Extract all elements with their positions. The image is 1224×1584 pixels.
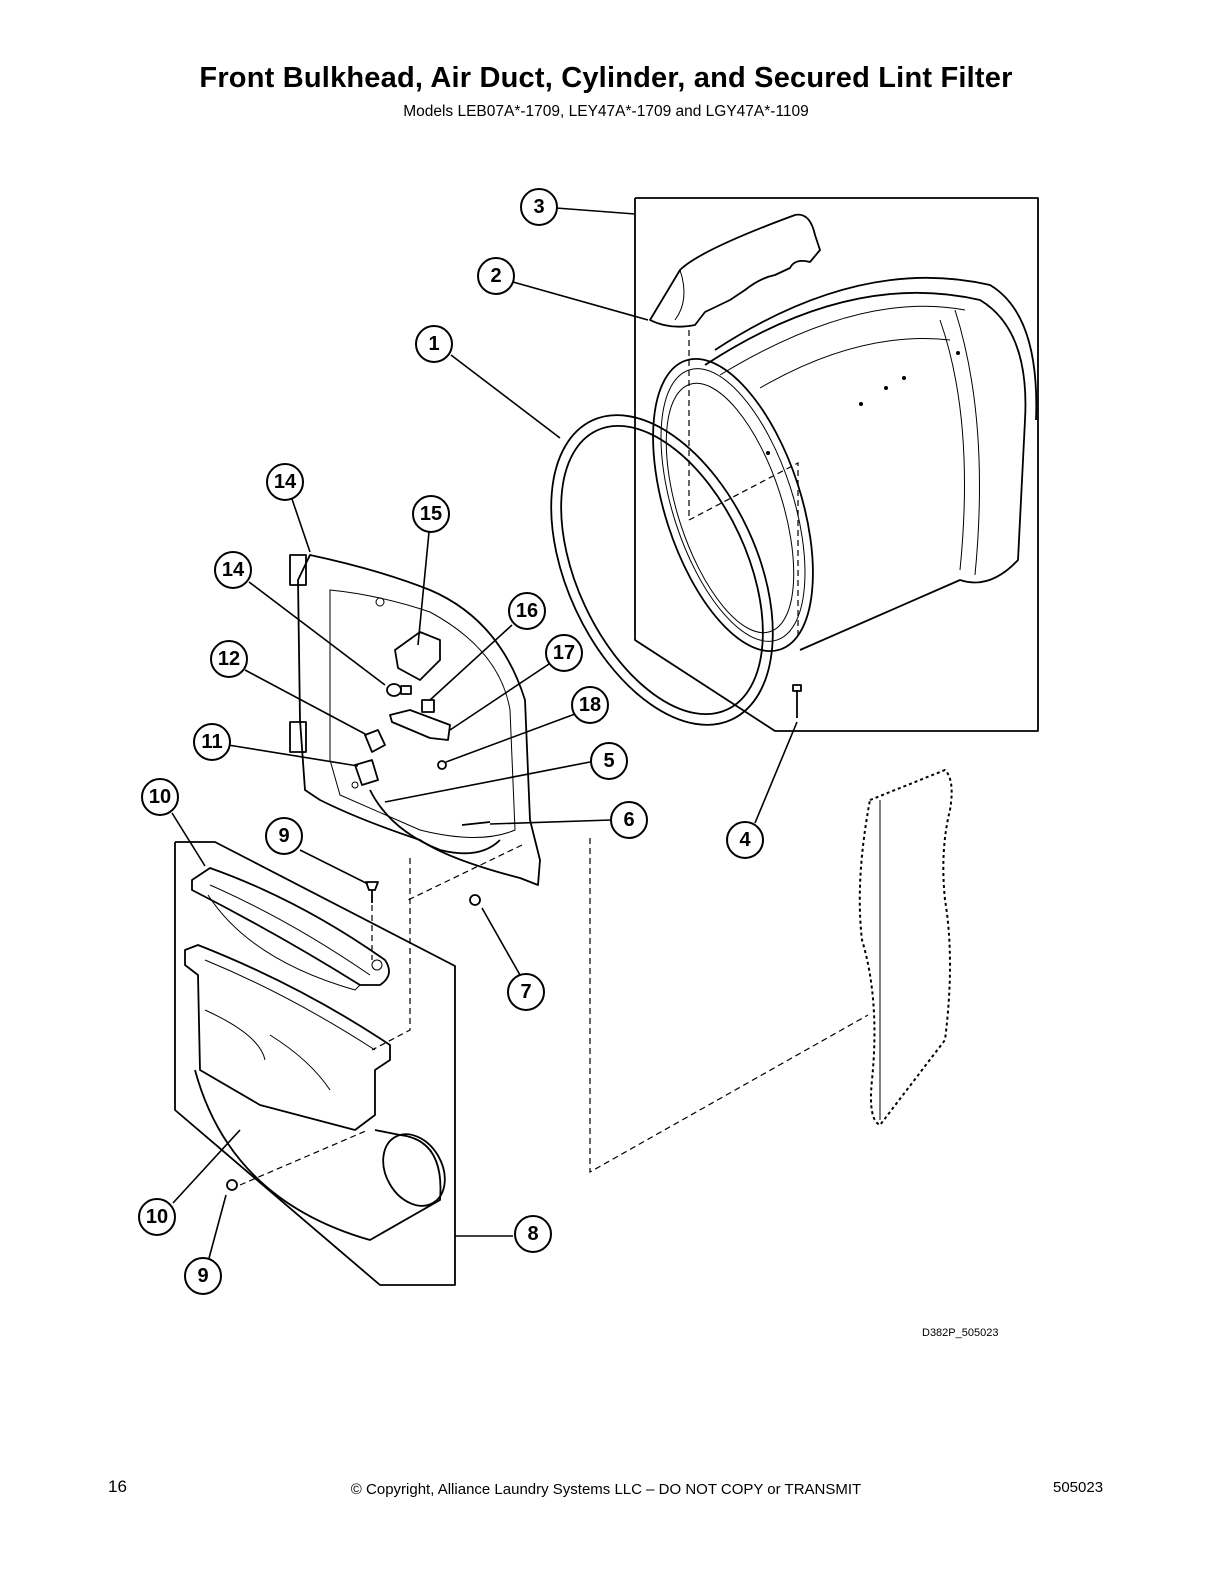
- screw-part-4: [792, 684, 802, 718]
- svg-text:17: 17: [553, 642, 575, 664]
- page-title: Front Bulkhead, Air Duct, Cylinder, and …: [199, 62, 1013, 94]
- svg-text:18: 18: [579, 694, 601, 716]
- callout-2: 2: [477, 257, 515, 295]
- callout-4: 4: [726, 821, 764, 859]
- svg-text:12: 12: [218, 648, 240, 670]
- lamp-bulb: [386, 683, 412, 697]
- callout-9-upper: 9: [265, 817, 303, 855]
- wire-harness: [369, 789, 501, 855]
- svg-text:14: 14: [274, 471, 297, 493]
- callout-5: 5: [590, 742, 628, 780]
- callout-6: 6: [610, 801, 648, 839]
- svg-text:10: 10: [149, 786, 171, 808]
- svg-text:6: 6: [623, 809, 634, 831]
- screw-part-7: [469, 894, 481, 906]
- wall-seal-outline: [858, 768, 953, 1127]
- door-magnet: [354, 759, 379, 786]
- front-bulkhead: [289, 554, 541, 886]
- lamp-socket: [421, 699, 435, 713]
- svg-text:3: 3: [533, 196, 544, 218]
- document-number: 505023: [1053, 1479, 1104, 1496]
- callout-14: 14: [214, 551, 252, 589]
- svg-text:7: 7: [520, 981, 531, 1003]
- callout-15: 14: [266, 463, 304, 501]
- callout-13: 12: [210, 640, 248, 678]
- lint-duct: [184, 944, 446, 1241]
- svg-text:5: 5: [603, 750, 614, 772]
- svg-text:15: 15: [420, 503, 442, 525]
- lint-filter: [191, 867, 390, 991]
- svg-text:2: 2: [490, 265, 501, 287]
- svg-text:1: 1: [428, 333, 439, 355]
- svg-text:8: 8: [527, 1223, 538, 1245]
- drawing-code: D382P_505023: [922, 1327, 999, 1339]
- callout-17: 16: [508, 592, 546, 630]
- screw-part-9-lower: [226, 1179, 238, 1191]
- callout-10: 10: [138, 1198, 176, 1236]
- svg-text:9: 9: [197, 1265, 208, 1287]
- callout-12: 11: [193, 723, 231, 761]
- callout-8: 8: [514, 1215, 552, 1253]
- cylinder-drum: [652, 276, 1038, 652]
- front-seal-ring: [550, 414, 774, 726]
- leader-lines: [171, 207, 798, 1263]
- page-subtitle: Models LEB07A*-1709, LEY47A*-1709 and LG…: [403, 103, 809, 120]
- lamp-housing: [394, 631, 441, 681]
- screw-part-6: [461, 821, 491, 826]
- svg-text:16: 16: [516, 600, 538, 622]
- copyright-notice: © Copyright, Alliance Laundry Systems LL…: [350, 1481, 862, 1498]
- screw-part-9-upper: [365, 881, 379, 903]
- cylinder-group-frame: [634, 197, 1039, 732]
- callout-9-lower: 9: [184, 1257, 222, 1295]
- cylinder-baffle: [649, 213, 821, 328]
- duct-group-frame: [174, 841, 456, 1286]
- callout-7: 7: [507, 973, 545, 1011]
- callout-18: 17: [545, 634, 583, 672]
- door-switch: [364, 729, 386, 753]
- callout-19: 18: [571, 686, 609, 724]
- callout-3: 3: [520, 188, 558, 226]
- callout-16: 15: [412, 495, 450, 533]
- svg-text:11: 11: [201, 731, 222, 753]
- svg-text:14: 14: [222, 559, 245, 581]
- svg-text:10: 10: [146, 1206, 168, 1228]
- callout-1: 1: [415, 325, 453, 363]
- callout-11: 10: [141, 778, 179, 816]
- lamp-lens: [389, 709, 451, 741]
- screw-part-19: [437, 760, 447, 770]
- svg-text:4: 4: [739, 829, 751, 851]
- page-number: 16: [108, 1477, 127, 1496]
- svg-text:9: 9: [278, 825, 289, 847]
